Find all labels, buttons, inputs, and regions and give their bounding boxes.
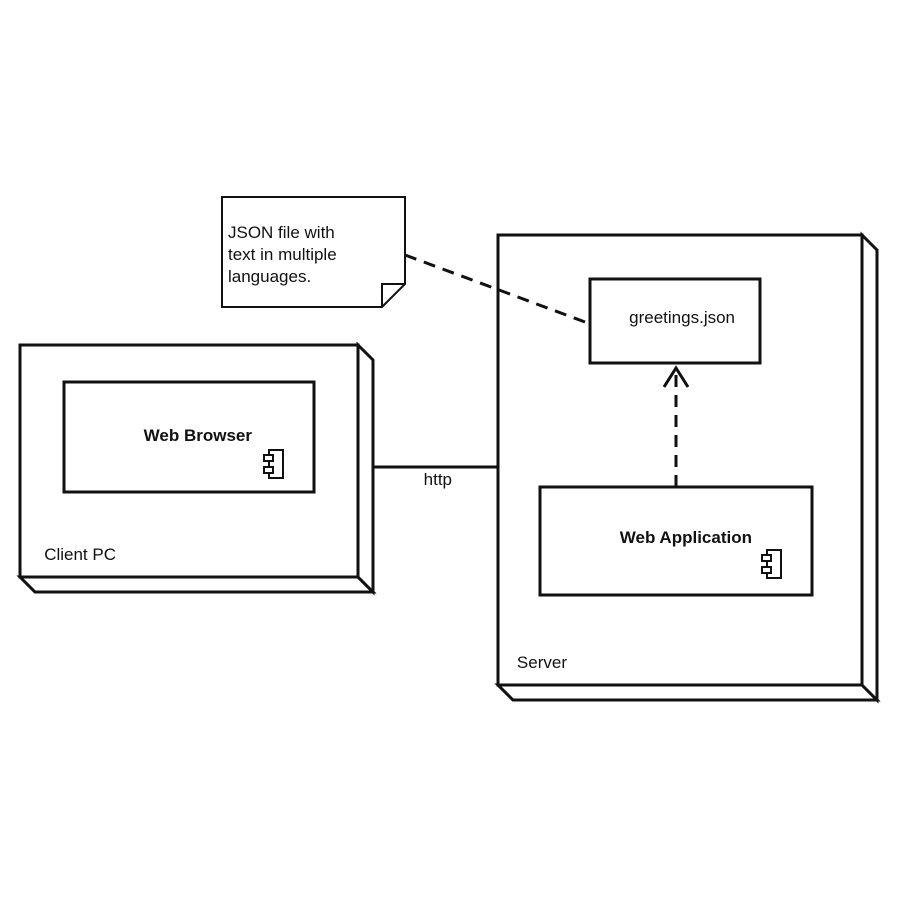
client-pc-label: Client PC [44, 545, 116, 564]
server-label: Server [516, 653, 567, 672]
note-line: text in multiple [228, 245, 337, 264]
component-icon [263, 449, 284, 479]
component-icon [761, 549, 782, 579]
dependency-arrow[interactable] [662, 365, 690, 487]
greetings-json-label: greetings.json [629, 308, 735, 327]
web-application-label: Web Application [619, 528, 752, 547]
note-text: JSON file with text in multiple language… [228, 222, 368, 288]
http-label: http [423, 470, 452, 489]
greetings-json-artifact[interactable] [588, 277, 762, 365]
note-line: languages. [228, 267, 312, 286]
web-browser-label: Web Browser [143, 426, 252, 445]
note-line: JSON file with [228, 223, 335, 242]
note-anchor-line[interactable] [404, 253, 586, 324]
note-shape[interactable] [221, 196, 406, 308]
